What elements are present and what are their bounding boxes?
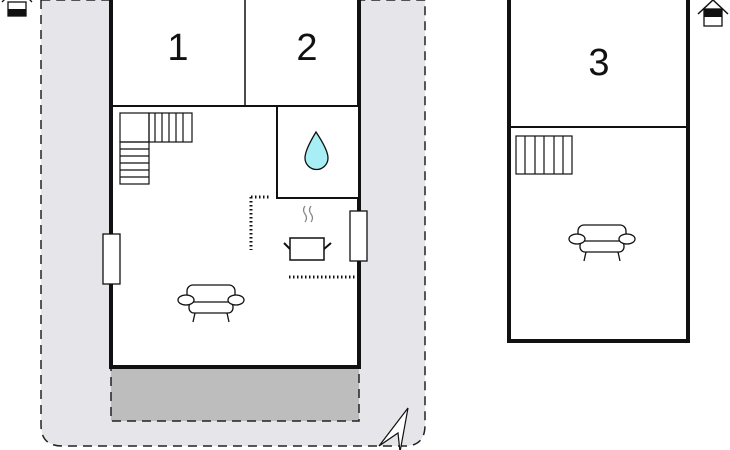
window-icon: [349, 210, 368, 262]
cooking-pot-icon: [283, 205, 332, 261]
kitchen-counter: [249, 195, 355, 279]
window-icon: [102, 233, 121, 285]
house-entrance-icon: [697, 0, 729, 27]
annex-building: [507, 0, 690, 343]
room-2-label: 2: [296, 27, 317, 69]
water-drop-icon: [304, 130, 329, 171]
stairs-icon: [119, 112, 193, 185]
stairs-icon: [515, 135, 573, 175]
room-1-label: 1: [167, 27, 188, 69]
sofa-icon: [177, 284, 245, 323]
north-arrow-icon: [378, 407, 409, 450]
terrace: [110, 366, 360, 422]
house-entrance-icon: [1, 0, 33, 17]
room-3-label: 3: [588, 42, 609, 84]
sofa-icon: [568, 224, 636, 262]
